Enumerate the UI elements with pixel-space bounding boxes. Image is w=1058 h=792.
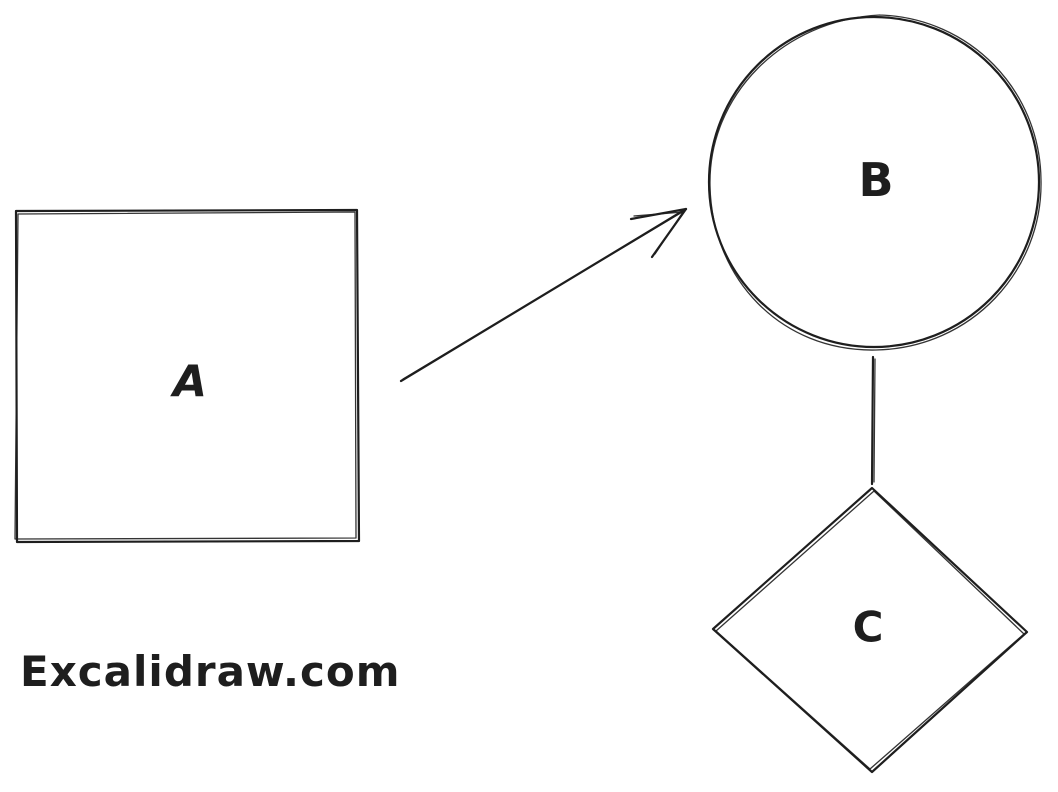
node-c-diamond-sketch	[715, 490, 1025, 770]
node-b[interactable]: B	[707, 14, 1042, 351]
edge-b-to-c-line-sketch	[873, 358, 876, 483]
node-c-label: C	[853, 603, 884, 652]
node-a-rectangle-sketch	[14, 211, 357, 540]
edge-b-to-c-line	[870, 355, 875, 486]
node-a[interactable]: A	[14, 208, 361, 544]
node-c-diamond	[711, 486, 1029, 774]
node-a-rectangle	[14, 208, 361, 544]
excalidraw-watermark[interactable]: Excalidraw.com	[20, 647, 401, 696]
node-b-label: B	[858, 153, 893, 207]
node-a-label: A	[170, 357, 207, 408]
edge-a-to-b-arrowhead-sketch	[633, 211, 684, 255]
edge-b-to-c[interactable]	[870, 355, 876, 486]
node-c[interactable]: C	[711, 486, 1029, 774]
edge-a-to-b-line-sketch	[402, 210, 685, 380]
node-b-circle-sketch	[709, 14, 1042, 351]
edge-a-to-b[interactable]	[399, 207, 688, 383]
node-b-circle	[707, 15, 1041, 349]
